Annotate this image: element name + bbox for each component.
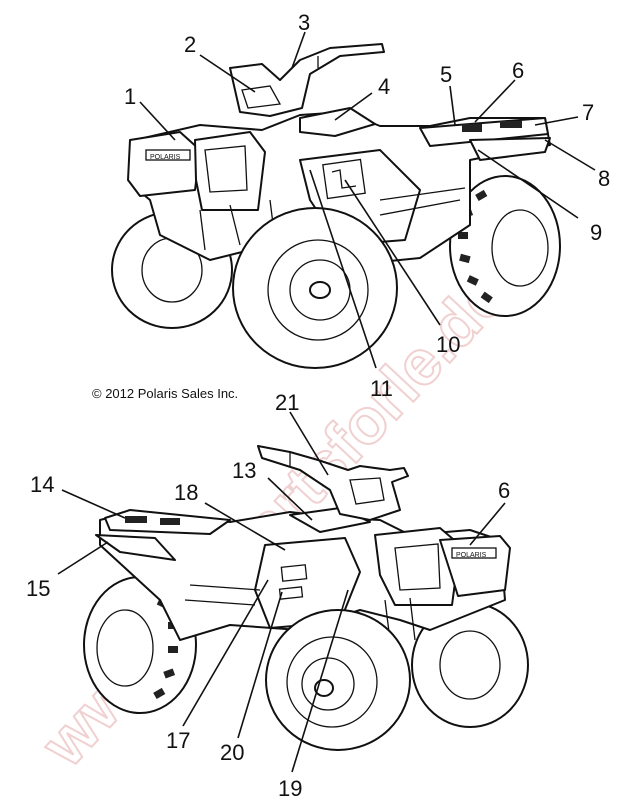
- leaders-top: [139, 31, 596, 369]
- callout-15: 15: [26, 576, 50, 601]
- atv-rear-view: POLARIS: [83, 445, 529, 751]
- callout-19: 19: [278, 776, 302, 801]
- callout-6: 6: [512, 58, 524, 83]
- rear-near-wheel-bottom: [265, 609, 411, 751]
- callout-10: 10: [436, 332, 460, 357]
- callouts-bottom: 21 13 14 15 18 6 17 20 19: [26, 390, 510, 801]
- copyright-text: © 2012 Polaris Sales Inc.: [92, 386, 238, 401]
- rear-view-decal-text: POLARIS: [456, 552, 487, 559]
- callout-21: 21: [275, 390, 299, 415]
- callout-20: 20: [220, 740, 244, 765]
- front-right-wheel-top: [232, 207, 398, 369]
- front-decal-text: POLARIS: [150, 154, 181, 161]
- callout-7: 7: [582, 100, 594, 125]
- front-far-wheel-bottom: [411, 602, 529, 728]
- callout-2: 2: [184, 32, 196, 57]
- callout-17: 17: [166, 728, 190, 753]
- handlebar-top: [229, 43, 385, 117]
- callout-9: 9: [590, 220, 602, 245]
- callout-3: 3: [298, 10, 310, 35]
- handlebar-bottom: [257, 445, 409, 521]
- callout-11: 11: [370, 376, 393, 401]
- callouts-top: 1 2 3 4 5 6 7 8 9 10 11: [124, 10, 610, 401]
- callout-8: 8: [598, 166, 610, 191]
- atv-front-view: POLARIS: [111, 43, 561, 369]
- atv-body-bottom: POLARIS: [95, 507, 511, 641]
- rear-wheel-top: [449, 175, 561, 317]
- callout-18: 18: [174, 480, 198, 505]
- callout-5: 5: [440, 62, 452, 87]
- callout-4: 4: [378, 74, 390, 99]
- callout-14: 14: [30, 472, 54, 497]
- callout-1: 1: [124, 84, 136, 109]
- leaders-bottom: [57, 411, 506, 773]
- callout-13: 13: [232, 458, 256, 483]
- callout-6-bottom: 6: [498, 478, 510, 503]
